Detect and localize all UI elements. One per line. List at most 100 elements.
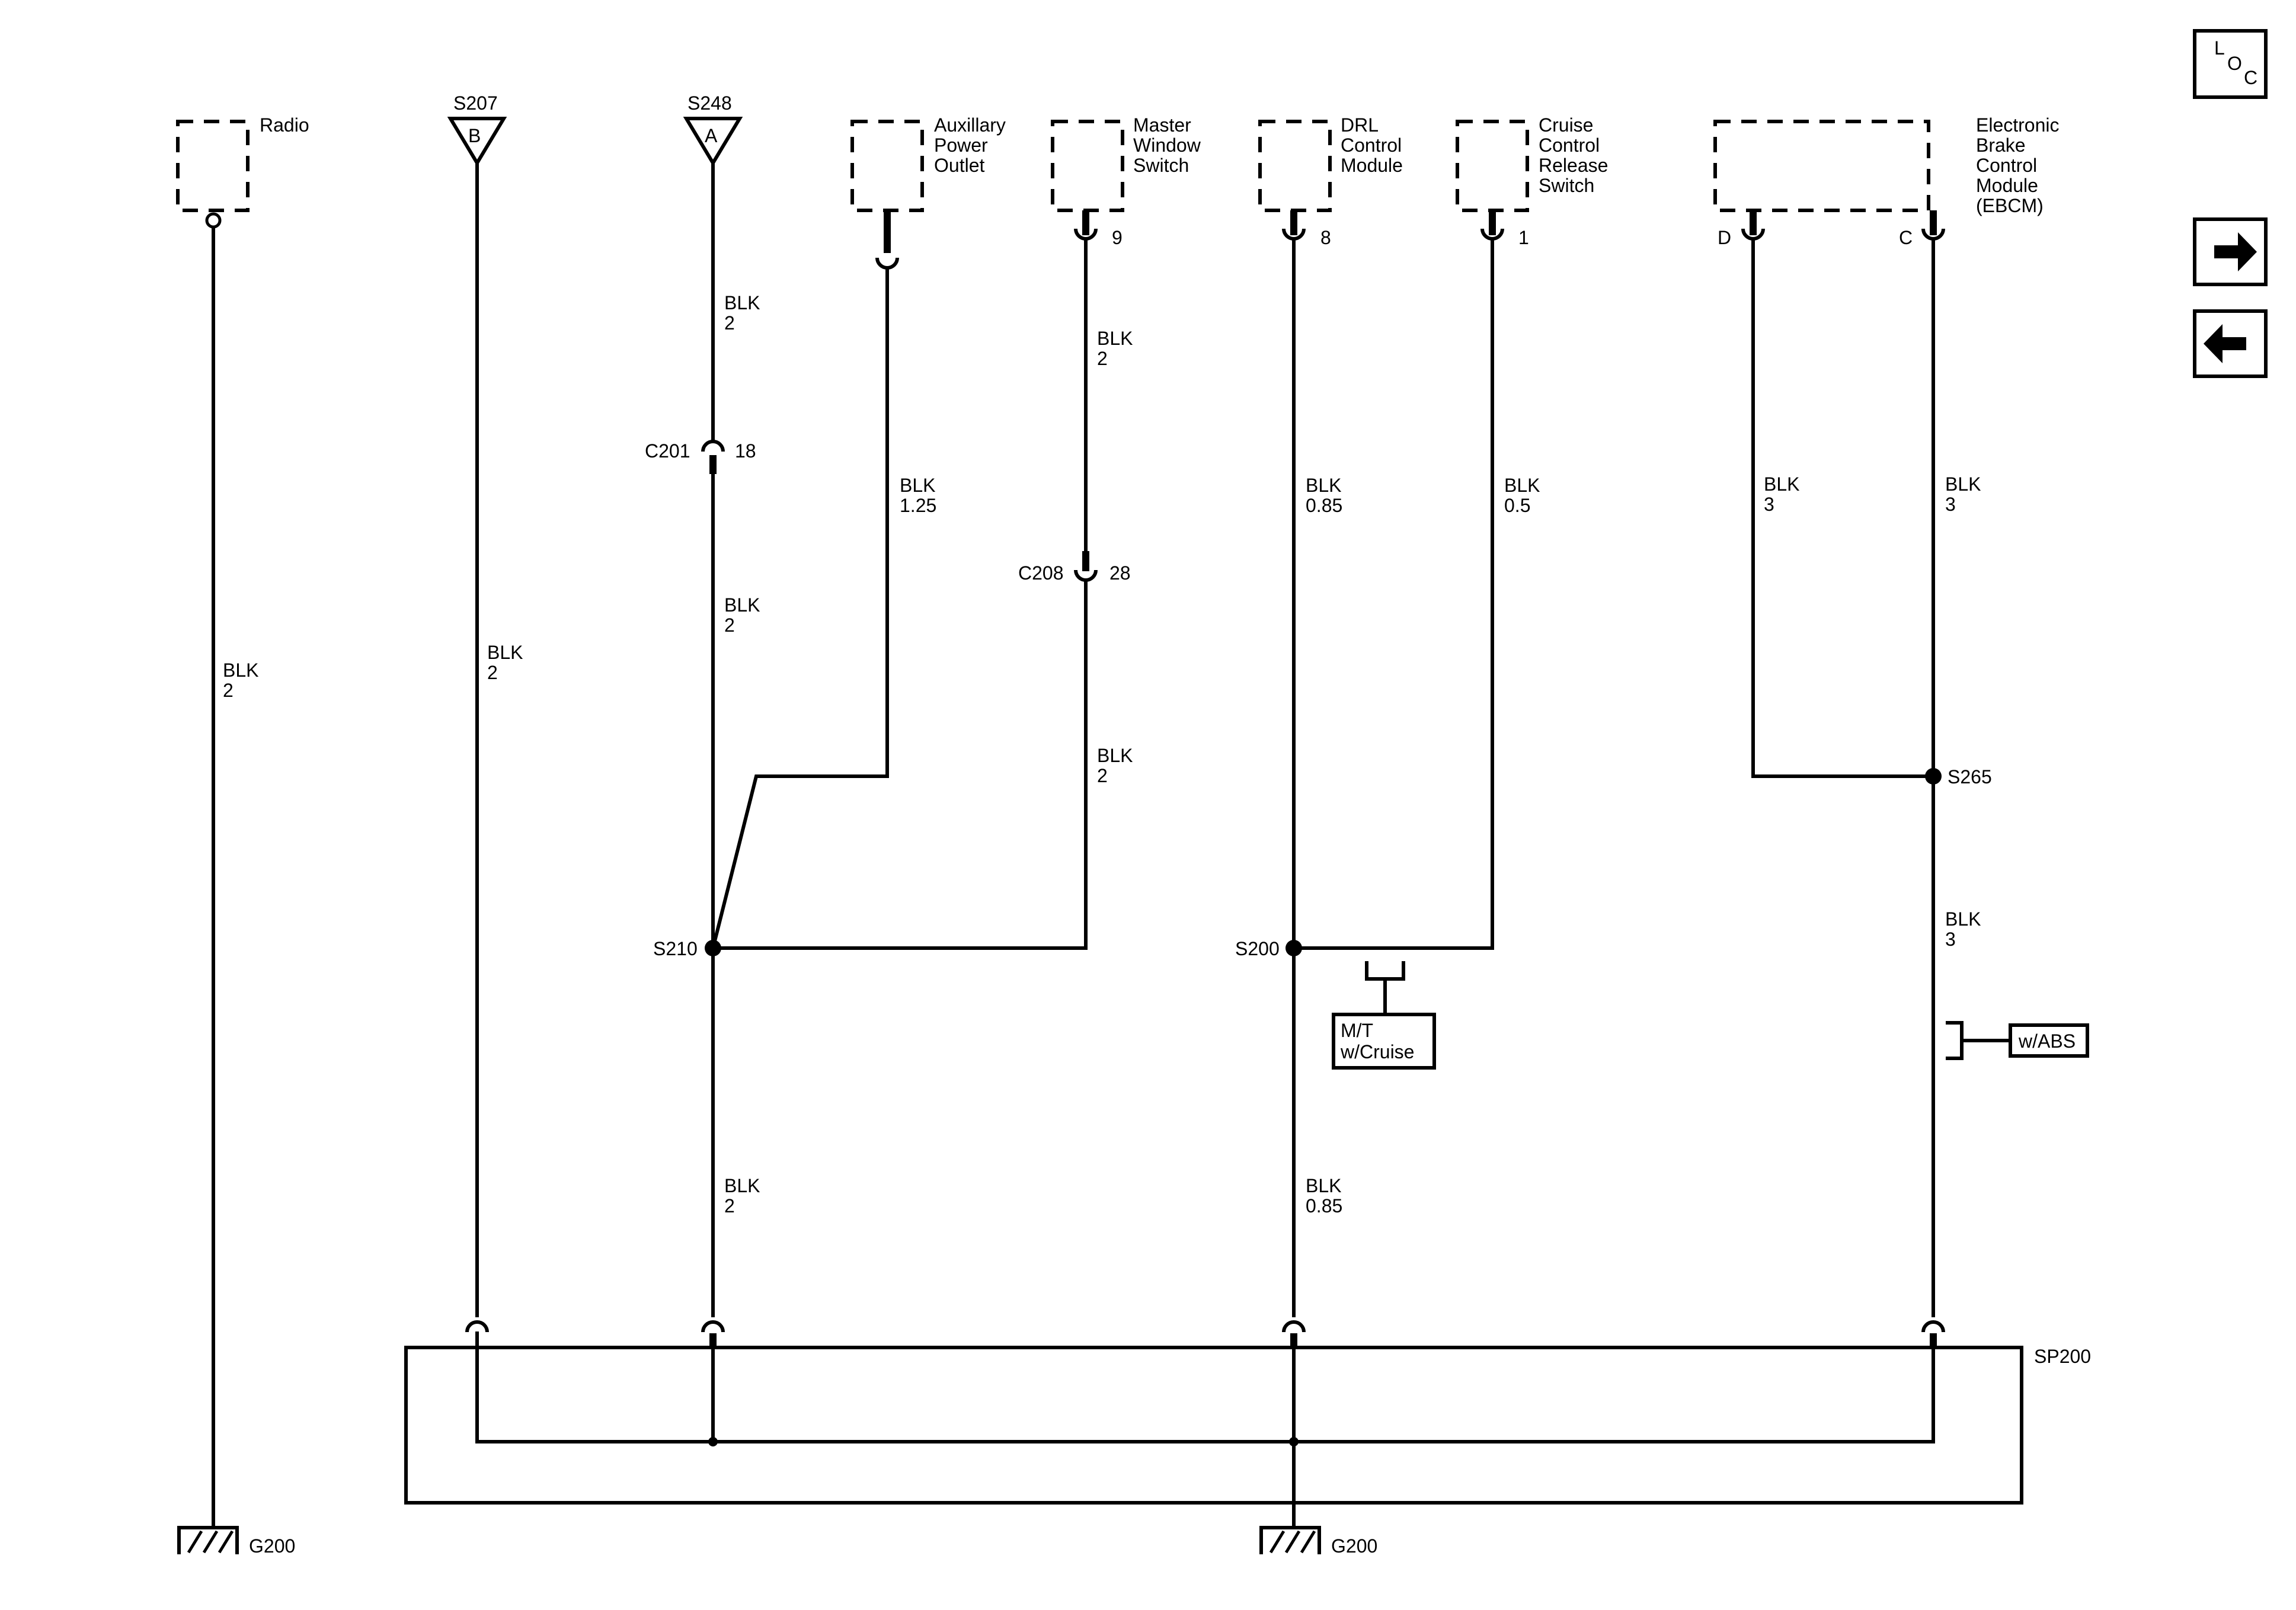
s248-letter: A (705, 125, 718, 146)
aux-label-3: Outlet (934, 155, 984, 176)
aux-wire-size: 1.25 (900, 495, 936, 516)
abs-label: w/ABS (2018, 1030, 2076, 1052)
location-button[interactable]: L O C (2193, 29, 2268, 99)
s200-label: S200 (1235, 938, 1280, 959)
next-page-button[interactable] (2193, 217, 2268, 286)
drl-label-2: Control (1341, 135, 1402, 156)
ccrs-wire-size: 0.5 (1504, 495, 1530, 516)
drl-control-module-component[interactable]: DRL Control Module (1258, 114, 1403, 212)
loc-letter-c: C (2244, 67, 2257, 88)
ebcm-label-4: Module (1976, 175, 2038, 196)
mws-box (1051, 120, 1124, 212)
ebcm-c-size: 3 (1945, 494, 1956, 515)
c201-label: C201 (645, 440, 690, 462)
s248-top-color: BLK (724, 292, 760, 313)
option-w-abs: w/ABS (1946, 1021, 2089, 1060)
aux-box (850, 120, 924, 212)
ground-center-label: G200 (1331, 1535, 1377, 1557)
ebcm-box (1713, 120, 1930, 212)
ground-g200-left: G200 (177, 1526, 295, 1557)
mws-label-2: Window (1133, 135, 1201, 156)
connector-c201[interactable]: C201 18 (645, 440, 756, 474)
s207-letter: B (468, 125, 481, 146)
sp200-pin-drl (1282, 1320, 1306, 1333)
master-window-switch-component[interactable]: Master Window Switch (1051, 114, 1201, 212)
mws-bot-size: 2 (1097, 765, 1108, 786)
ebcm-bot-size: 3 (1945, 929, 1956, 950)
ccrs-label-4: Switch (1539, 175, 1594, 196)
aux-power-outlet-component[interactable]: Auxillary Power Outlet (850, 114, 1006, 212)
c201-pin: 18 (735, 440, 756, 462)
mws-pin-number: 9 (1112, 227, 1123, 248)
radio-wire-size: 2 (223, 680, 234, 701)
sp200-pin-ebcm (1921, 1320, 1945, 1333)
mt-label: M/T (1341, 1020, 1373, 1041)
radio-wire-color: BLK (223, 660, 258, 681)
mws-label-1: Master (1133, 114, 1191, 136)
previous-page-button[interactable] (2193, 309, 2268, 378)
drl-top-size: 0.85 (1306, 495, 1342, 516)
ebcm-pin-d-label: D (1718, 227, 1731, 248)
radio-terminal (205, 212, 222, 229)
s248-bot-color: BLK (724, 1175, 760, 1196)
drl-top-color: BLK (1306, 475, 1341, 496)
s248-mid-size: 2 (724, 614, 735, 636)
ebcm-pin-c-label: C (1899, 227, 1913, 248)
option-mt-cruise: M/T w/Cruise (1332, 961, 1436, 1070)
s248-mid-color: BLK (724, 594, 760, 616)
sp200-pin-s248 (701, 1320, 725, 1333)
ccrs-label-1: Cruise (1539, 114, 1593, 136)
ebcm-d-size: 3 (1764, 494, 1774, 515)
mws-bot-color: BLK (1097, 745, 1133, 766)
s265-label: S265 (1948, 766, 1992, 788)
ebcm-label-5: (EBCM) (1976, 195, 2044, 216)
sp200-pin-s207 (465, 1320, 489, 1333)
mt-cruise-label: w/Cruise (1340, 1041, 1414, 1062)
mws-top-color: BLK (1097, 328, 1133, 349)
cruise-control-release-switch-component[interactable]: Cruise Control Release Switch (1456, 114, 1608, 212)
aux-wire-color: BLK (900, 475, 935, 496)
ccrs-box (1456, 120, 1529, 212)
aux-wire-to-s210[interactable] (711, 774, 889, 950)
drl-label-3: Module (1341, 155, 1403, 176)
mws-top-size: 2 (1097, 348, 1108, 369)
s207-label: S207 (453, 92, 498, 114)
ebcm-d-color: BLK (1764, 473, 1799, 495)
drl-pin-number: 8 (1320, 227, 1331, 248)
splice-s265[interactable] (1925, 768, 1942, 785)
ebcm-c-color: BLK (1945, 473, 1981, 495)
s248-top-size: 2 (724, 312, 735, 334)
ccrs-pin-number: 1 (1518, 227, 1529, 248)
radio-component[interactable]: Radio (176, 114, 309, 212)
ebcm-bot-color: BLK (1945, 908, 1981, 930)
ccrs-label-3: Release (1539, 155, 1608, 176)
arrow-left-icon (2204, 324, 2246, 363)
loc-letter-l: L (2214, 37, 2225, 59)
ebcm-component[interactable]: Electronic Brake Control Module (EBCM) (1713, 114, 2060, 216)
s248-bot-size: 2 (724, 1195, 735, 1217)
s207-wire-color: BLK (487, 642, 523, 663)
s210-label: S210 (653, 938, 698, 959)
splice-s207[interactable]: S207 B (447, 92, 507, 167)
c208-label: C208 (1018, 562, 1064, 584)
aux-pin (875, 257, 899, 270)
ccrs-label-2: Control (1539, 135, 1600, 156)
c208-pin: 28 (1109, 562, 1131, 584)
s248-label: S248 (687, 92, 732, 114)
mws-label-3: Switch (1133, 155, 1189, 176)
sp200-label: SP200 (2034, 1346, 2091, 1367)
splice-pack-sp200[interactable]: SP200 (404, 1345, 2091, 1505)
ebcm-label-3: Control (1976, 155, 2037, 176)
drl-box (1258, 120, 1332, 212)
drl-bot-color: BLK (1306, 1175, 1341, 1196)
drl-bot-size: 0.85 (1306, 1195, 1342, 1217)
ground-left-label: G200 (249, 1535, 295, 1557)
ebcm-label-2: Brake (1976, 135, 2026, 156)
aux-label-2: Power (934, 135, 988, 156)
splice-s248[interactable]: S248 A (683, 92, 743, 167)
drl-label-1: DRL (1341, 114, 1379, 136)
ccrs-wire-color: BLK (1504, 475, 1540, 496)
aux-label-1: Auxillary (934, 114, 1006, 136)
connector-c208[interactable]: C208 28 (1018, 551, 1131, 584)
